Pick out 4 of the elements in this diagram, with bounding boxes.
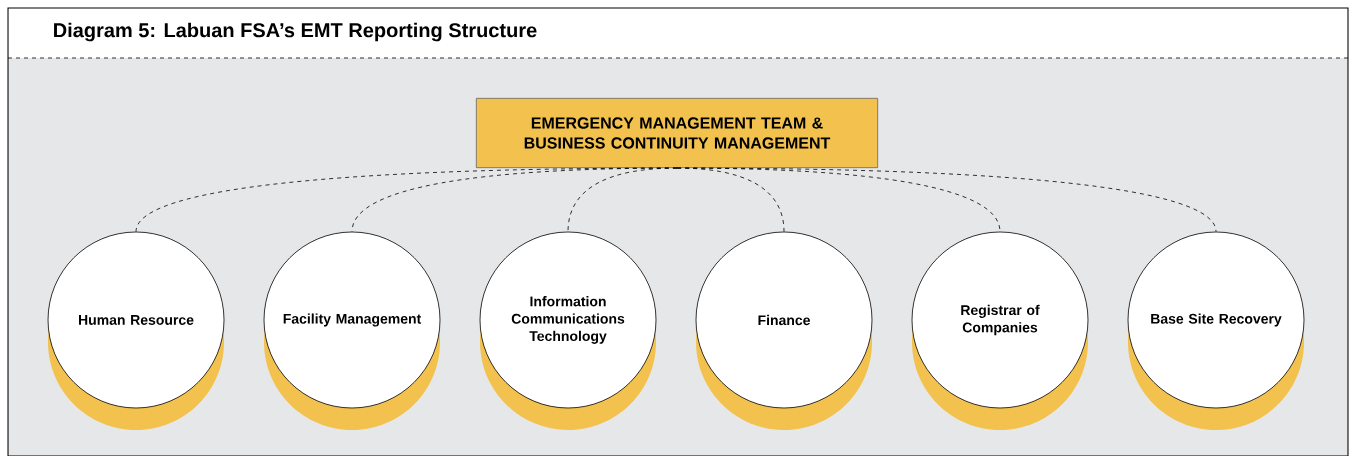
- connector: [676, 167, 1217, 232]
- connector: [567, 167, 678, 232]
- title: Diagram 5: Labuan FSA’s EMT Reporting Structure: [54, 22, 537, 42]
- heading-box: EMERGENCY MANAGEMENT TEAM & BUSINESS CONTINUITY MANAGEMENT: [475, 97, 879, 169]
